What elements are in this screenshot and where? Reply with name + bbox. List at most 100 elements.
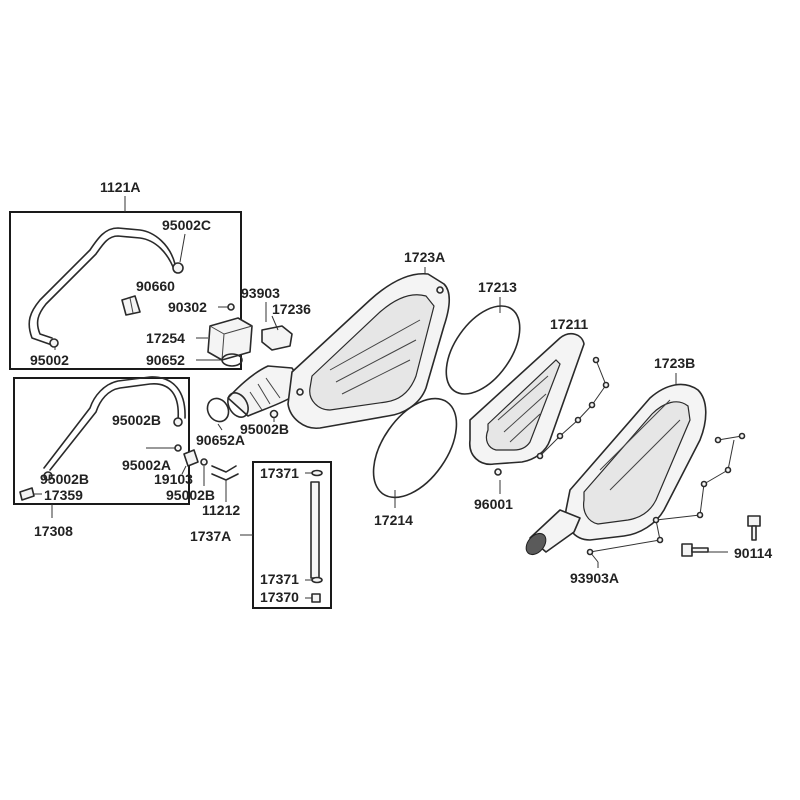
label-1737A: 1737A: [190, 528, 231, 544]
cover-1723B-group: 1723B: [525, 355, 707, 556]
screw-leader-b: [591, 384, 607, 406]
filter-17211-element: [485, 359, 561, 451]
kit-17308-frame: [13, 377, 190, 505]
filter-17211-group: 17211 96001: [469, 316, 588, 512]
label-17371-a: 17371: [260, 465, 299, 481]
cover-screw-h: [586, 548, 594, 556]
label-1723B: 1723B: [654, 355, 695, 371]
label-93903A: 93903A: [570, 570, 619, 586]
cover-screw-f: [652, 516, 660, 524]
drain-hose-outer: [43, 376, 186, 469]
label-90660: 90660: [136, 278, 175, 294]
label-95002C: 95002C: [162, 217, 211, 233]
screw-e: [556, 432, 564, 440]
cover-screw-c: [724, 466, 732, 474]
kit-1121A-frame: [9, 211, 242, 370]
leader-95002C: [179, 233, 186, 263]
label-17236: 17236: [272, 301, 311, 317]
cover-screw-b: [738, 432, 746, 440]
label-17370: 17370: [260, 589, 299, 605]
clamp-90652A: [206, 397, 230, 423]
bracket-17236: [261, 325, 293, 351]
label-90114: 90114: [734, 545, 772, 561]
bolt-90114-group: 90114: [681, 515, 772, 561]
drain-hose: [49, 383, 179, 471]
bolt-90114-head-a: [747, 515, 761, 527]
screw-a: [592, 356, 600, 364]
leader-17236: [271, 315, 279, 331]
cover-screws: 93903A: [570, 432, 746, 586]
snorkel-mouth: [525, 532, 547, 556]
screw-c: [588, 401, 596, 409]
label-1121A: 1121A: [100, 179, 140, 195]
label-95002B-a: 95002B: [112, 412, 161, 428]
hose-11212-outer: [211, 465, 237, 473]
screw-f: [536, 452, 544, 460]
label-17371-b: 17371: [260, 571, 299, 587]
gasket-17214-group: 17214: [372, 397, 458, 528]
case-1723A-group: 1723A: [287, 249, 451, 429]
intake-components: 90302 93903 17236 17254 90652 90652A 950…: [122, 285, 311, 518]
label-95002B-b: 95002B: [40, 471, 89, 487]
cover-screw-lead-b: [727, 439, 735, 471]
label-17214: 17214: [374, 512, 413, 528]
cover-1723B-ridges: [599, 399, 681, 491]
screw-leader-d: [559, 419, 579, 437]
gasket-17213: [445, 305, 521, 395]
label-95002B-d: 95002B: [166, 487, 215, 503]
bolt-90114-head-b: [681, 543, 693, 557]
clip-90660-line: [129, 297, 134, 314]
leader-90652A: [217, 423, 223, 431]
cover-screw-lead-e: [655, 514, 701, 521]
case-1723A-interior: [309, 294, 435, 411]
label-95002: 95002: [30, 352, 69, 368]
case-1723A-ribs: [329, 319, 421, 395]
label-95002B-c: 95002B: [240, 421, 289, 437]
breather-hose-inner: [36, 235, 176, 339]
cover-screw-lead-c: [703, 469, 729, 485]
plug-17370: [311, 593, 321, 603]
label-90652A: 90652A: [196, 432, 245, 448]
label-1723A: 1723A: [404, 249, 445, 265]
screw-leader-e: [539, 435, 561, 457]
clip-95002B-a: [173, 417, 183, 427]
cover-screw-g: [656, 536, 664, 544]
clip-95002C: [172, 262, 184, 274]
cover-screw-d: [700, 480, 708, 488]
gasket-17213-group: 17213: [445, 279, 521, 395]
label-96001: 96001: [474, 496, 513, 512]
breather-hose: [28, 227, 176, 346]
label-17254: 17254: [146, 330, 185, 346]
hose-11212-inner: [211, 473, 239, 481]
label-90302: 90302: [168, 299, 207, 315]
cap-17371-a: [311, 469, 323, 477]
kit-1737A-group: 1737A 17371 17371 17370: [190, 461, 332, 609]
kit-17308-group: 17308 95002B 95002B 17359: [13, 376, 190, 539]
cap-17371-b: [311, 576, 323, 584]
kit-1121A-group: 1121A 95002C 95002 90660: [9, 179, 242, 370]
label-11212: 11212: [202, 502, 240, 518]
label-17359: 17359: [44, 487, 83, 503]
bolt-90114-shank-b: [691, 547, 709, 553]
label-17308: 17308: [34, 523, 73, 539]
duct-ribs: [249, 377, 281, 411]
screw-leader-c: [577, 404, 593, 421]
cover-screw-lead-d: [699, 483, 705, 516]
case-1723A-hole-a: [296, 388, 304, 396]
screw-leader-a: [595, 359, 607, 386]
screw-b: [602, 381, 610, 389]
screw-90302: [227, 303, 235, 311]
label-17213: 17213: [478, 279, 517, 295]
filter-17211-pleats: [497, 375, 549, 443]
cover-screw-lead-a: [717, 435, 743, 441]
plug-17359: [19, 487, 35, 501]
drain-tube: [310, 481, 320, 579]
clip-95002B-d: [200, 458, 208, 466]
label-93903: 93903: [241, 285, 280, 301]
leader-19103: [181, 465, 187, 475]
clip-95002B-c: [269, 409, 279, 419]
gasket-17214: [372, 397, 458, 499]
cover-screw-lead-g: [589, 539, 661, 553]
label-95002A: 95002A: [122, 457, 171, 473]
bolt-90114-shank-a: [751, 525, 757, 541]
